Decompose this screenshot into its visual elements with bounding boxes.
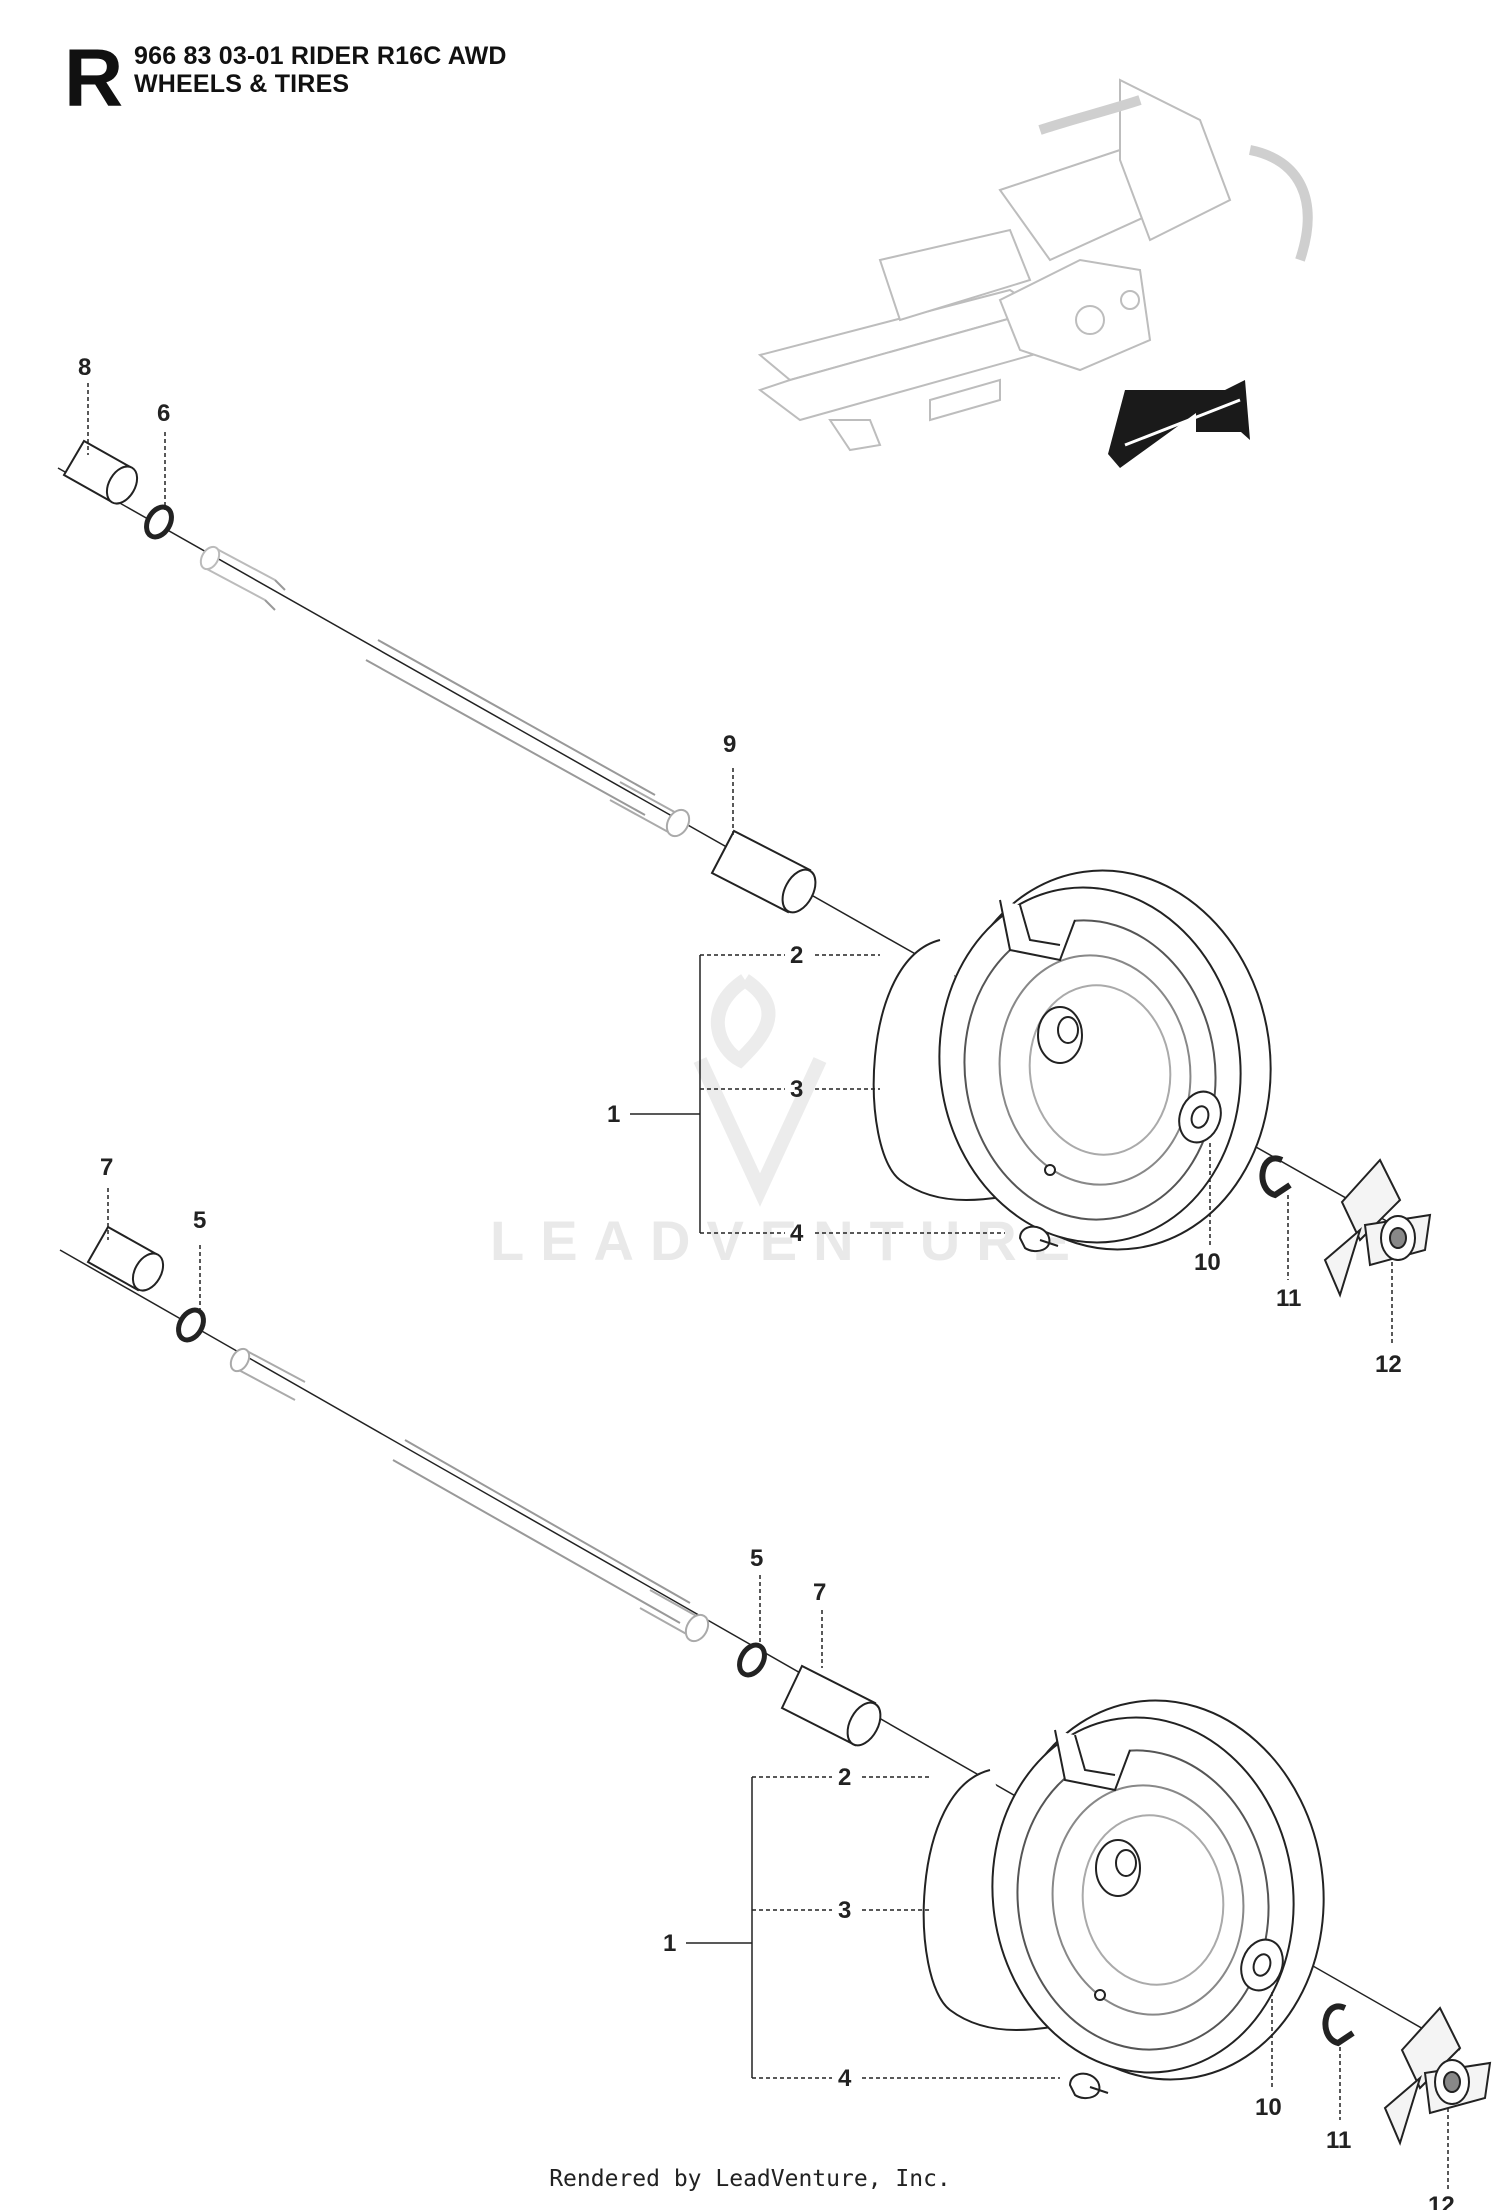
callout-1: 1 bbox=[607, 1101, 620, 1128]
callout-2-rear: 2 bbox=[838, 1764, 851, 1791]
chassis-locator-illustration bbox=[757, 78, 1313, 452]
washer-6 bbox=[144, 504, 174, 540]
front-axle-assembly bbox=[57, 439, 1432, 1298]
hub-cap-12 bbox=[1323, 1158, 1432, 1298]
callout-4: 4 bbox=[790, 1220, 804, 1247]
watermark-logo bbox=[693, 974, 827, 1207]
direction-arrow bbox=[1108, 380, 1250, 468]
rear-wheel-assembly bbox=[737, 1642, 1492, 2146]
callout-11: 11 bbox=[1276, 1285, 1301, 1312]
watermark-text: LEADVENTURE bbox=[490, 1209, 1087, 1272]
callout-labels: 8 6 9 2 3 1 4 10 11 12 7 5 5 7 2 3 1 4 1… bbox=[78, 354, 1455, 2210]
front-bracket-1 bbox=[87, 383, 1393, 1345]
callout-3: 3 bbox=[790, 1076, 803, 1103]
rear-wheel bbox=[922, 1699, 1325, 2081]
bushing-7-right bbox=[780, 1664, 882, 1747]
callout-11-rear: 11 bbox=[1326, 2127, 1351, 2154]
washer-10 bbox=[1178, 1090, 1222, 1144]
callout-5-left: 5 bbox=[193, 1207, 206, 1234]
front-wheel bbox=[872, 869, 1272, 1251]
washer-10-rear bbox=[1240, 1938, 1284, 1992]
model-title: 966 83 03-01 RIDER R16C AWD bbox=[134, 42, 507, 70]
hub-cap-12-rear bbox=[1383, 2006, 1492, 2146]
e-clip-11 bbox=[1259, 1155, 1292, 1199]
callout-2: 2 bbox=[790, 942, 803, 969]
callout-4-rear: 4 bbox=[838, 2065, 852, 2092]
washer-5-left bbox=[176, 1307, 206, 1343]
washer-5-right bbox=[737, 1642, 767, 1678]
axle-shaft-front bbox=[199, 545, 691, 838]
callout-8: 8 bbox=[78, 354, 91, 381]
axle-shaft-rear bbox=[229, 1347, 710, 1643]
section-letter: R bbox=[64, 33, 124, 124]
callout-7-right: 7 bbox=[813, 1579, 826, 1606]
callout-5-right: 5 bbox=[750, 1545, 763, 1572]
bushing-9 bbox=[710, 829, 817, 914]
footer-credit: Rendered by LeadVenture, Inc. bbox=[549, 2166, 951, 2192]
rear-bracket-1 bbox=[107, 1188, 1449, 2190]
callout-12-rear: 12 bbox=[1428, 2192, 1455, 2210]
callout-12: 12 bbox=[1375, 1351, 1402, 1378]
callout-7-left: 7 bbox=[100, 1154, 113, 1181]
callout-9: 9 bbox=[723, 731, 736, 758]
callout-3-rear: 3 bbox=[838, 1897, 851, 1924]
callout-1-rear: 1 bbox=[663, 1930, 676, 1957]
clip-4-rear bbox=[1068, 2072, 1109, 2100]
clip-4-front bbox=[1018, 1225, 1059, 1253]
assembly-title: WHEELS & TIRES bbox=[134, 70, 350, 98]
callout-6: 6 bbox=[157, 400, 170, 427]
callout-10-rear: 10 bbox=[1255, 2094, 1282, 2121]
e-clip-11-rear bbox=[1322, 2003, 1355, 2047]
spacer-7-left bbox=[86, 1225, 165, 1292]
callout-10: 10 bbox=[1194, 1249, 1221, 1276]
spacer-8 bbox=[62, 439, 139, 505]
